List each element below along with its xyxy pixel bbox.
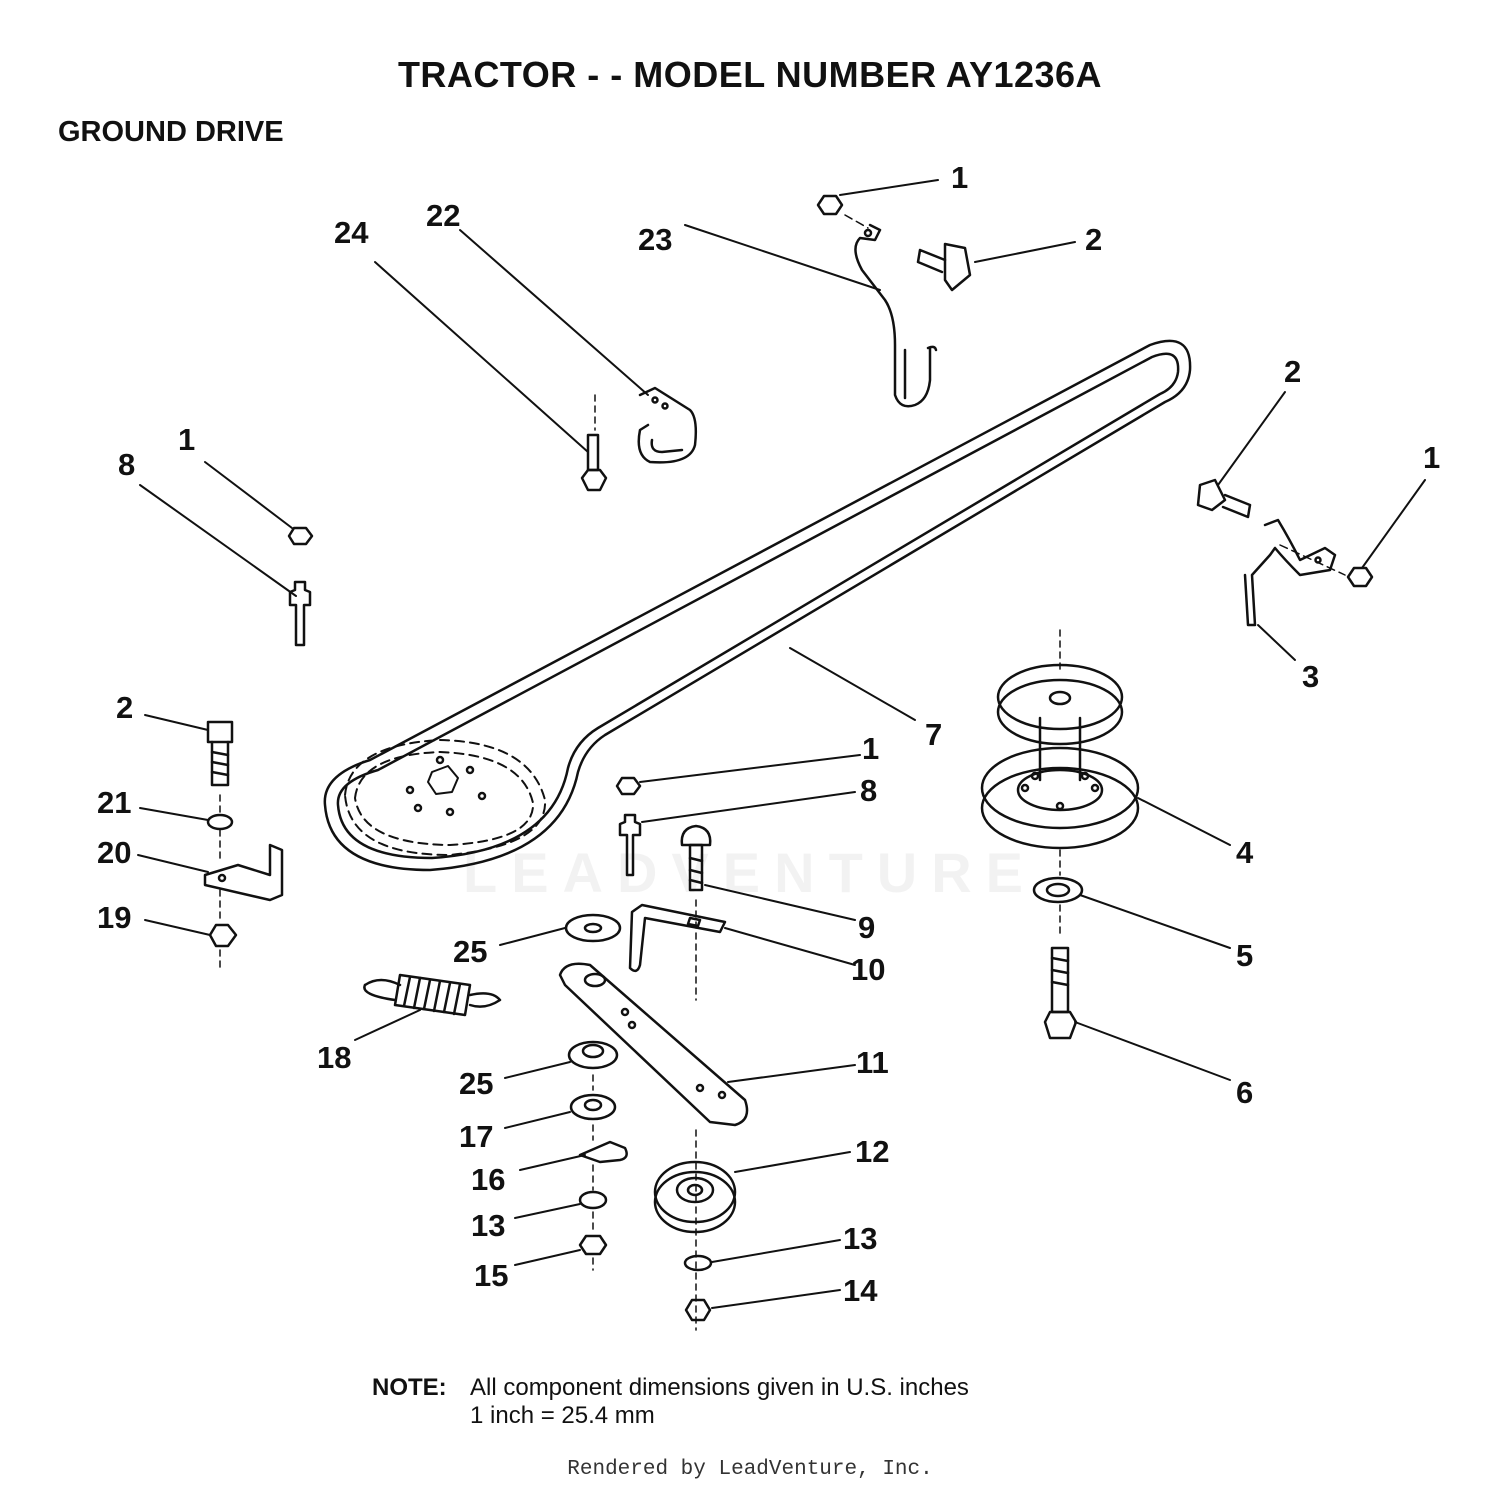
callout-label: 1	[178, 422, 195, 457]
callout-label: 12	[855, 1134, 889, 1169]
carriage-bolt-part	[680, 824, 712, 1331]
leader-lines	[137, 179, 1426, 1309]
callout-label: 4	[1236, 835, 1254, 870]
note-label: NOTE:	[372, 1374, 447, 1401]
belt-guide-upper-part	[816, 194, 972, 408]
callout-label: 16	[471, 1162, 505, 1197]
callout-label: 9	[858, 910, 875, 945]
dimension-note: NOTE: All component dimensions given in U…	[372, 1374, 969, 1430]
callout-label: 18	[317, 1040, 351, 1075]
callout-label: 13	[471, 1208, 505, 1243]
callout-label: 2	[116, 690, 133, 725]
stud-center-part	[615, 776, 642, 877]
belt-guide-right-part	[1196, 478, 1374, 627]
callout-label: 6	[1236, 1075, 1253, 1110]
callout-label: 1	[862, 731, 879, 766]
callout-label: 8	[860, 773, 877, 808]
page-title: TRACTOR - - MODEL NUMBER AY1236A	[397, 54, 1103, 95]
drive-belt-part	[323, 339, 1192, 872]
idler-pulley-part	[653, 1160, 737, 1322]
callout-label: 2	[1284, 354, 1301, 389]
callout-label: 23	[638, 222, 672, 257]
callout-label: 20	[97, 835, 131, 870]
render-credit: Rendered by LeadVenture, Inc.	[567, 1458, 933, 1481]
bolt-left-part	[203, 720, 284, 971]
callout-label: 19	[97, 900, 131, 935]
callout-label: 13	[843, 1221, 877, 1256]
callout-label: 14	[843, 1273, 878, 1308]
section-title: GROUND DRIVE	[58, 116, 284, 148]
callout-label: 25	[453, 934, 487, 969]
callout-label: 1	[1423, 440, 1440, 475]
stud-left-part	[287, 526, 314, 647]
belt-guide-lower-part	[580, 386, 698, 492]
double-pulley-part	[980, 629, 1140, 1040]
callout-label: 24	[334, 215, 369, 250]
callout-label: 5	[1236, 938, 1253, 973]
idler-bracket-part	[628, 903, 727, 973]
extension-spring-part	[363, 973, 502, 1017]
callout-label: 17	[459, 1119, 493, 1154]
callout-label: 11	[856, 1045, 889, 1080]
callout-label: 8	[118, 447, 135, 482]
idler-arm-part	[558, 913, 749, 1271]
callout-labels: 1 2 23 22 24 1 8 2 1 3 7 1 8 4 2 21 20 1…	[97, 160, 1440, 1308]
callout-label: 21	[97, 785, 131, 820]
callout-label: 22	[426, 198, 460, 233]
callout-label: 1	[951, 160, 968, 195]
callout-label: 2	[1085, 222, 1102, 257]
callout-label: 15	[474, 1258, 508, 1293]
callout-label: 10	[851, 952, 885, 987]
note-line-1: All component dimensions given in U.S. i…	[470, 1374, 969, 1401]
note-line-2: 1 inch = 25.4 mm	[470, 1402, 655, 1429]
callout-label: 7	[925, 717, 942, 752]
callout-label: 3	[1302, 659, 1319, 694]
callout-label: 25	[459, 1066, 493, 1101]
